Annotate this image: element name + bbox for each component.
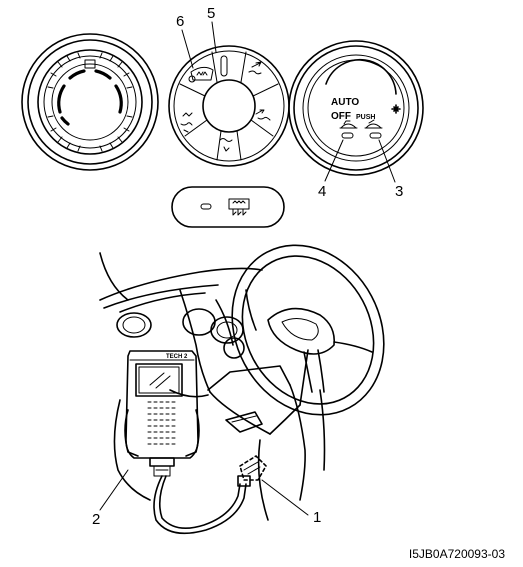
auto-label: AUTO: [331, 97, 359, 108]
auto-fan-knob: AUTO OFF PUSH: [288, 40, 424, 176]
leader-1: [261, 479, 309, 516]
fresh-air-icon: [364, 119, 383, 129]
callout-4: 4: [318, 183, 326, 200]
indicator-4: [341, 132, 354, 139]
left-knob-scale-marks: [57, 69, 123, 126]
vent-icon: [248, 61, 262, 75]
scan-tool-cable: [153, 475, 251, 535]
callout-5: 5: [207, 5, 215, 22]
callout-6: 6: [176, 13, 184, 30]
leader-3: [378, 139, 396, 183]
leader-4: [324, 139, 344, 182]
off-label: OFF: [331, 111, 351, 122]
left-knob-ridges: [47, 52, 133, 152]
steering-wheel: [231, 244, 385, 416]
figure-reference-code: I5JB0A720093-03: [409, 547, 505, 561]
callout-1: 1: [313, 509, 321, 526]
indicator-3: [369, 132, 382, 139]
floor-defrost-icon: [180, 112, 193, 133]
floor-icon: [219, 138, 233, 152]
data-link-connector: [239, 455, 267, 481]
leader-6: [181, 29, 194, 69]
scan-tool-keypad: [147, 401, 176, 445]
leader-5: [211, 21, 217, 53]
mode-selector-knob: [168, 45, 290, 167]
defroster-icon: [188, 66, 214, 83]
fan-icon: [391, 104, 401, 114]
push-label: PUSH: [356, 114, 375, 121]
dashboard-outline: [99, 252, 326, 521]
mode-selector-dividers: [179, 51, 279, 161]
scan-tool: TECH 2: [124, 350, 200, 477]
bi-level-icon: [255, 109, 271, 121]
leader-2: [99, 469, 129, 511]
scan-tool-brand: TECH 2: [166, 354, 188, 360]
rear-defogger-button: [171, 186, 285, 228]
callout-2: 2: [92, 511, 100, 528]
left-control-knob: [21, 33, 159, 171]
recirculation-icon: [339, 120, 358, 129]
callout-3: 3: [395, 183, 403, 200]
